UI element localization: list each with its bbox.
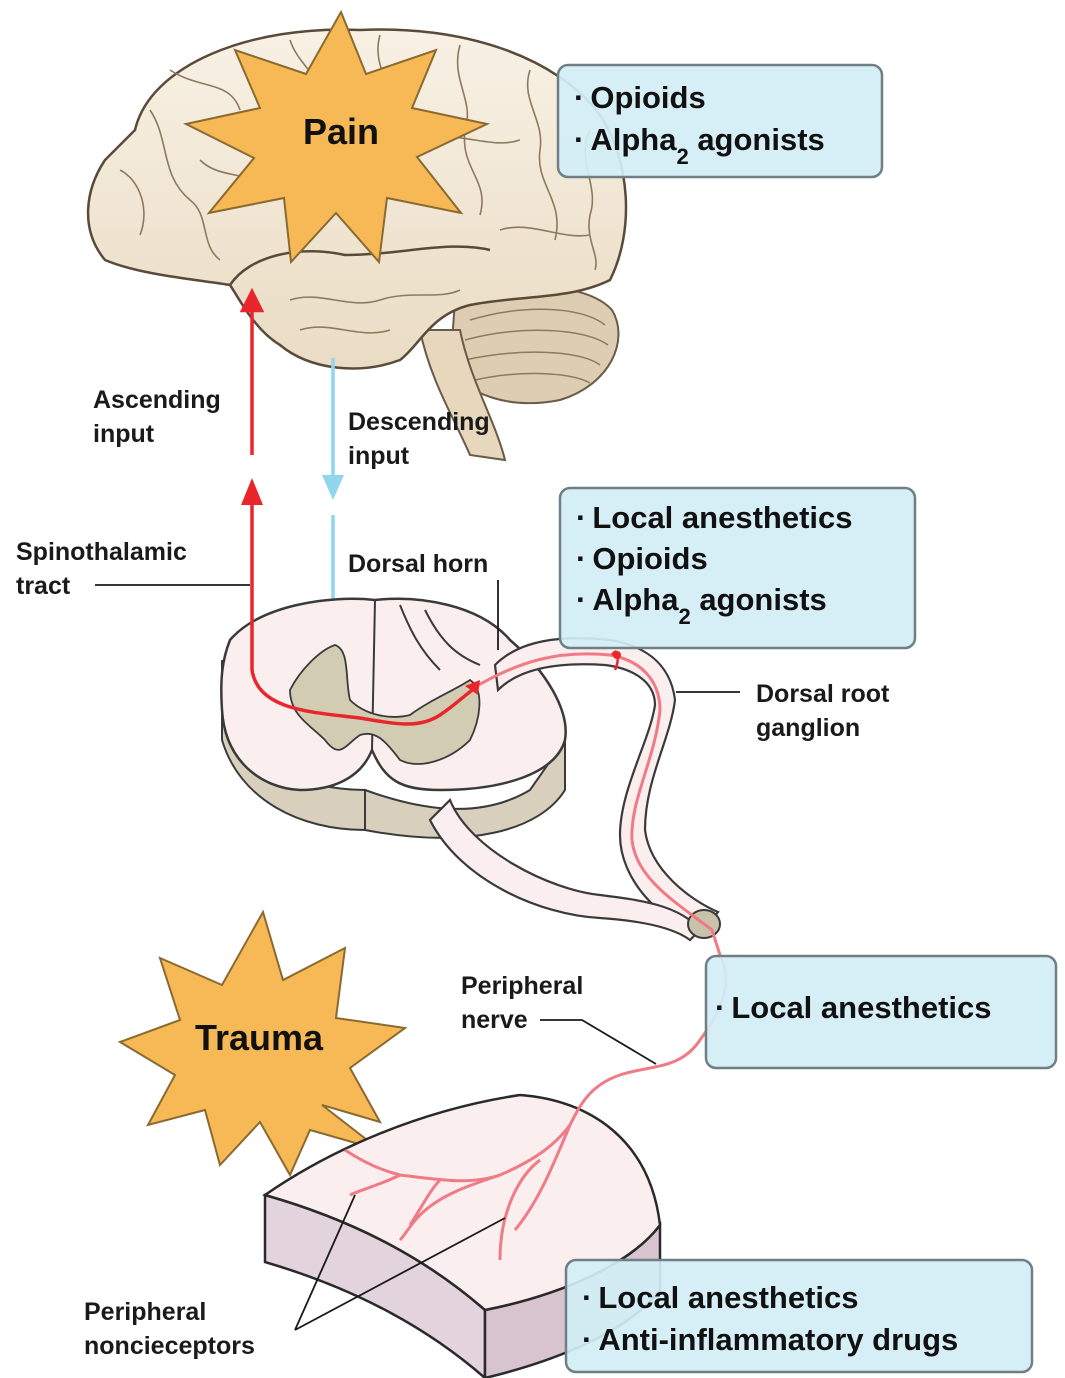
drug-box-brain: ·Opioids ·Alpha2 agonists [558, 65, 882, 177]
box-periphery-item1: ·Local anesthetics [582, 1280, 858, 1315]
ascending-label-2: input [93, 420, 155, 448]
nociceptors-label-2: noncieceptors [84, 1332, 255, 1360]
box-brain-item1: ·Opioids [574, 80, 706, 115]
ascending-label-1: Ascending [93, 386, 221, 414]
descending-label-2: input [348, 442, 410, 470]
spinothalamic-label-2: tract [16, 572, 71, 600]
dorsal-horn-label: Dorsal horn [348, 550, 488, 578]
descending-label-1: Descending [348, 408, 490, 436]
pain-label: Pain [303, 111, 379, 152]
nociceptors-label-1: Peripheral [84, 1298, 206, 1326]
peripheral-nerve-label-1: Peripheral [461, 972, 583, 1000]
dorsal-root-label-2: ganglion [756, 714, 860, 742]
box-nerve-item1: ·Local anesthetics [715, 990, 991, 1025]
drug-box-peripheral-nerve: ·Local anesthetics [706, 956, 1056, 1068]
trauma-label: Trauma [195, 1017, 324, 1058]
peripheral-nerve-label-2: nerve [461, 1006, 528, 1034]
drug-box-spinal-cord: ·Local anesthetics ·Opioids ·Alpha2 agon… [560, 488, 915, 648]
drug-box-periphery: ·Local anesthetics ·Anti-inflammatory dr… [566, 1260, 1032, 1372]
box-spinal-item1: ·Local anesthetics [576, 500, 852, 535]
spinal-cord-section [221, 599, 565, 790]
spinothalamic-label-1: Spinothalamic [16, 538, 187, 566]
peripheral-nerve-leader [540, 1020, 656, 1064]
dorsal-root-label-1: Dorsal root [756, 680, 890, 708]
box-spinal-item2: ·Opioids [576, 541, 708, 576]
box-periphery-item2: ·Anti-inflammatory drugs [582, 1322, 958, 1357]
